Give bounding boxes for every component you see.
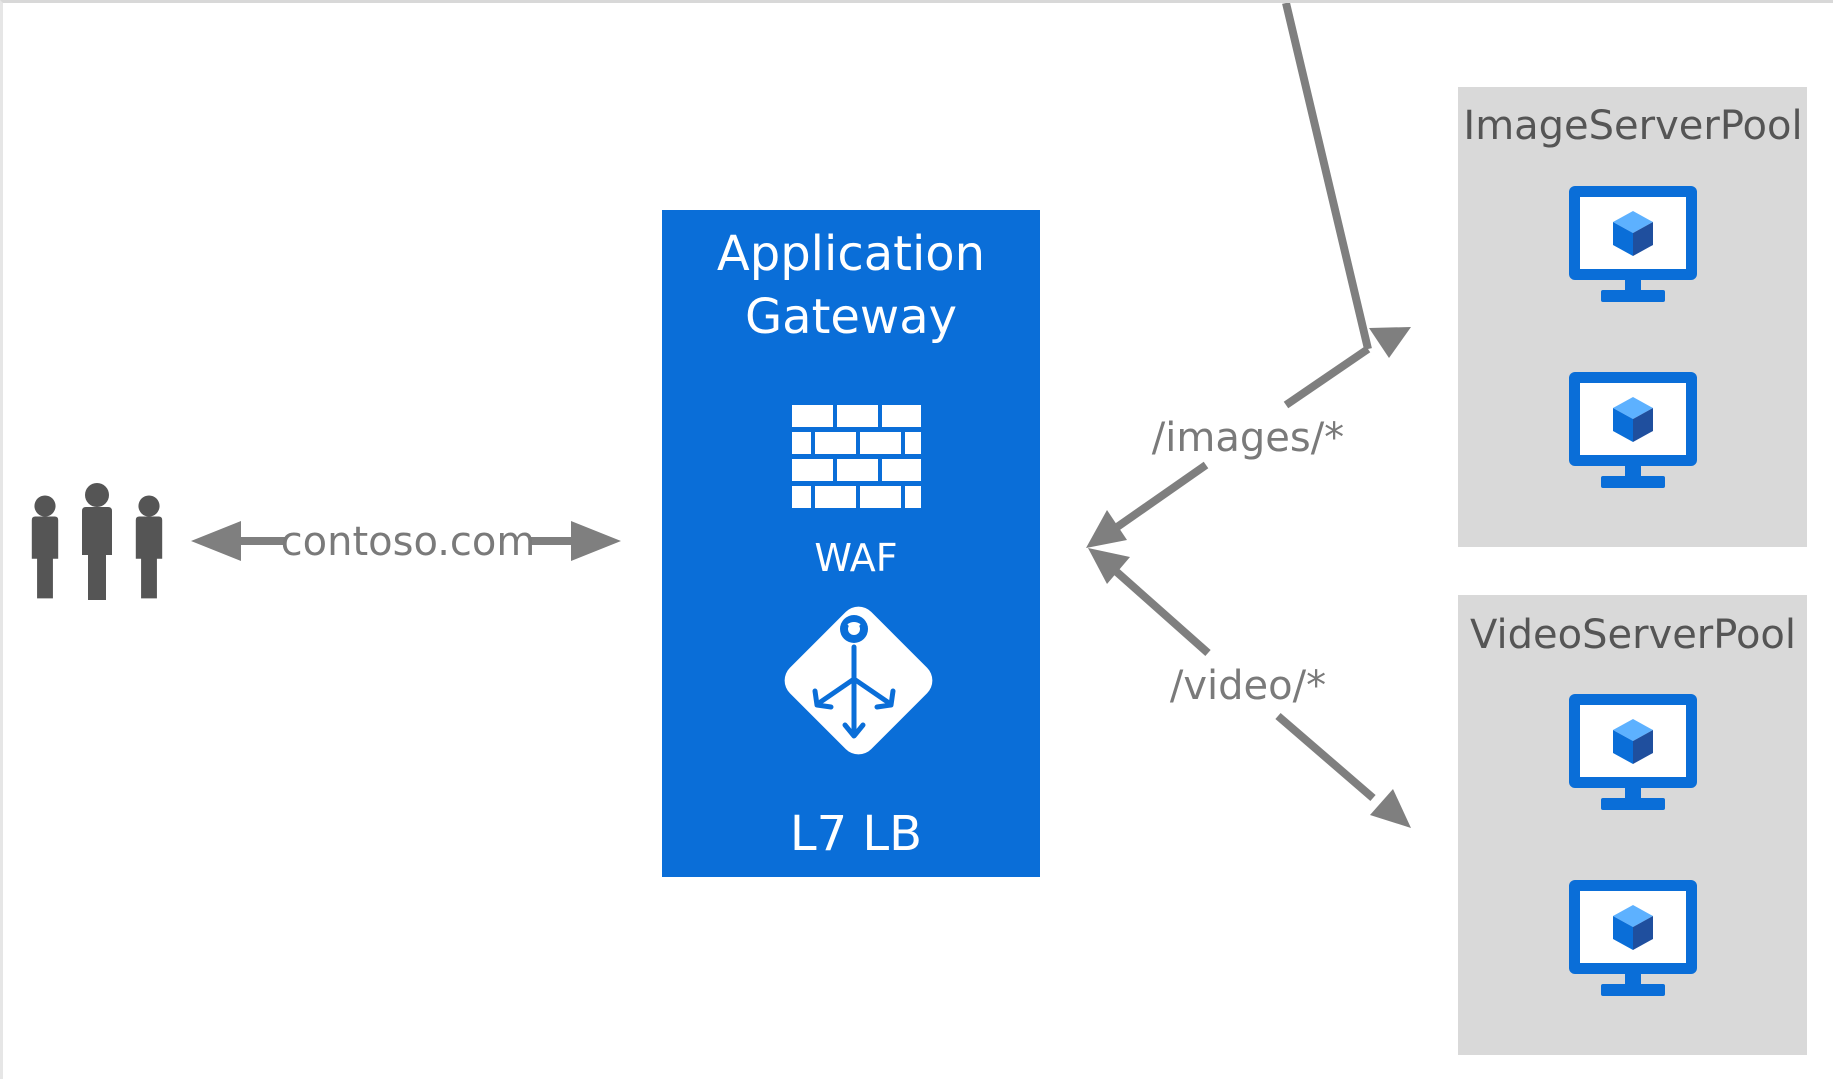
image-server-pool: ImageServerPool (1458, 87, 1807, 547)
video-route-label: /video/* (1170, 663, 1326, 709)
lb-label: L7 LB (790, 806, 922, 862)
load-balancer-icon (784, 606, 933, 755)
architecture-diagram: contoso.com Application Gateway WAF (31, 3, 1807, 1055)
firewall-icon (792, 405, 921, 508)
images-route-arrow (1086, 3, 1411, 548)
image-pool-label: ImageServerPool (1463, 103, 1802, 149)
gateway-title-line2: Gateway (745, 289, 957, 345)
users-icon (31, 483, 163, 600)
gateway-title-line1: Application (717, 226, 985, 282)
application-gateway: Application Gateway WAF (662, 210, 1040, 877)
images-route-label: /images/* (1152, 415, 1344, 461)
client-link-label: contoso.com (281, 519, 536, 565)
video-server-pool: VideoServerPool (1458, 595, 1807, 1055)
video-route-arrow (1088, 548, 1411, 828)
video-pool-label: VideoServerPool (1470, 612, 1796, 658)
client-link-arrow (191, 521, 621, 561)
waf-label: WAF (814, 536, 897, 580)
